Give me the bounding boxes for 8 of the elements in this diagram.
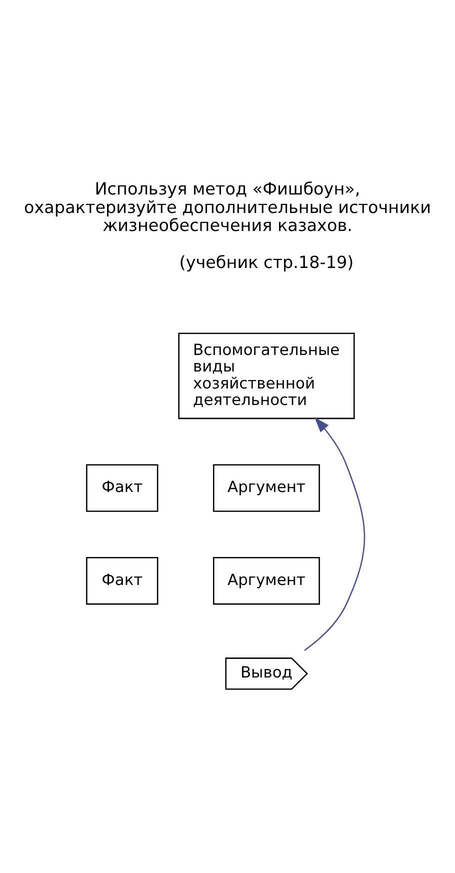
arrow <box>304 417 366 651</box>
diagram-title: Используя метод «Фишбоун», охарактеризуйте дополнительные источники жизнеобеспечения казахов. <box>24 178 431 235</box>
node-box: Аргумент <box>213 464 320 512</box>
node-box: Вспомогательные виды хозяйственной деятельности <box>178 332 355 420</box>
node-box: Аргумент <box>213 557 320 605</box>
node-box: Факт <box>86 464 158 512</box>
label: (учебник стр.18-19) <box>179 252 354 272</box>
node-box: Факт <box>86 557 158 605</box>
